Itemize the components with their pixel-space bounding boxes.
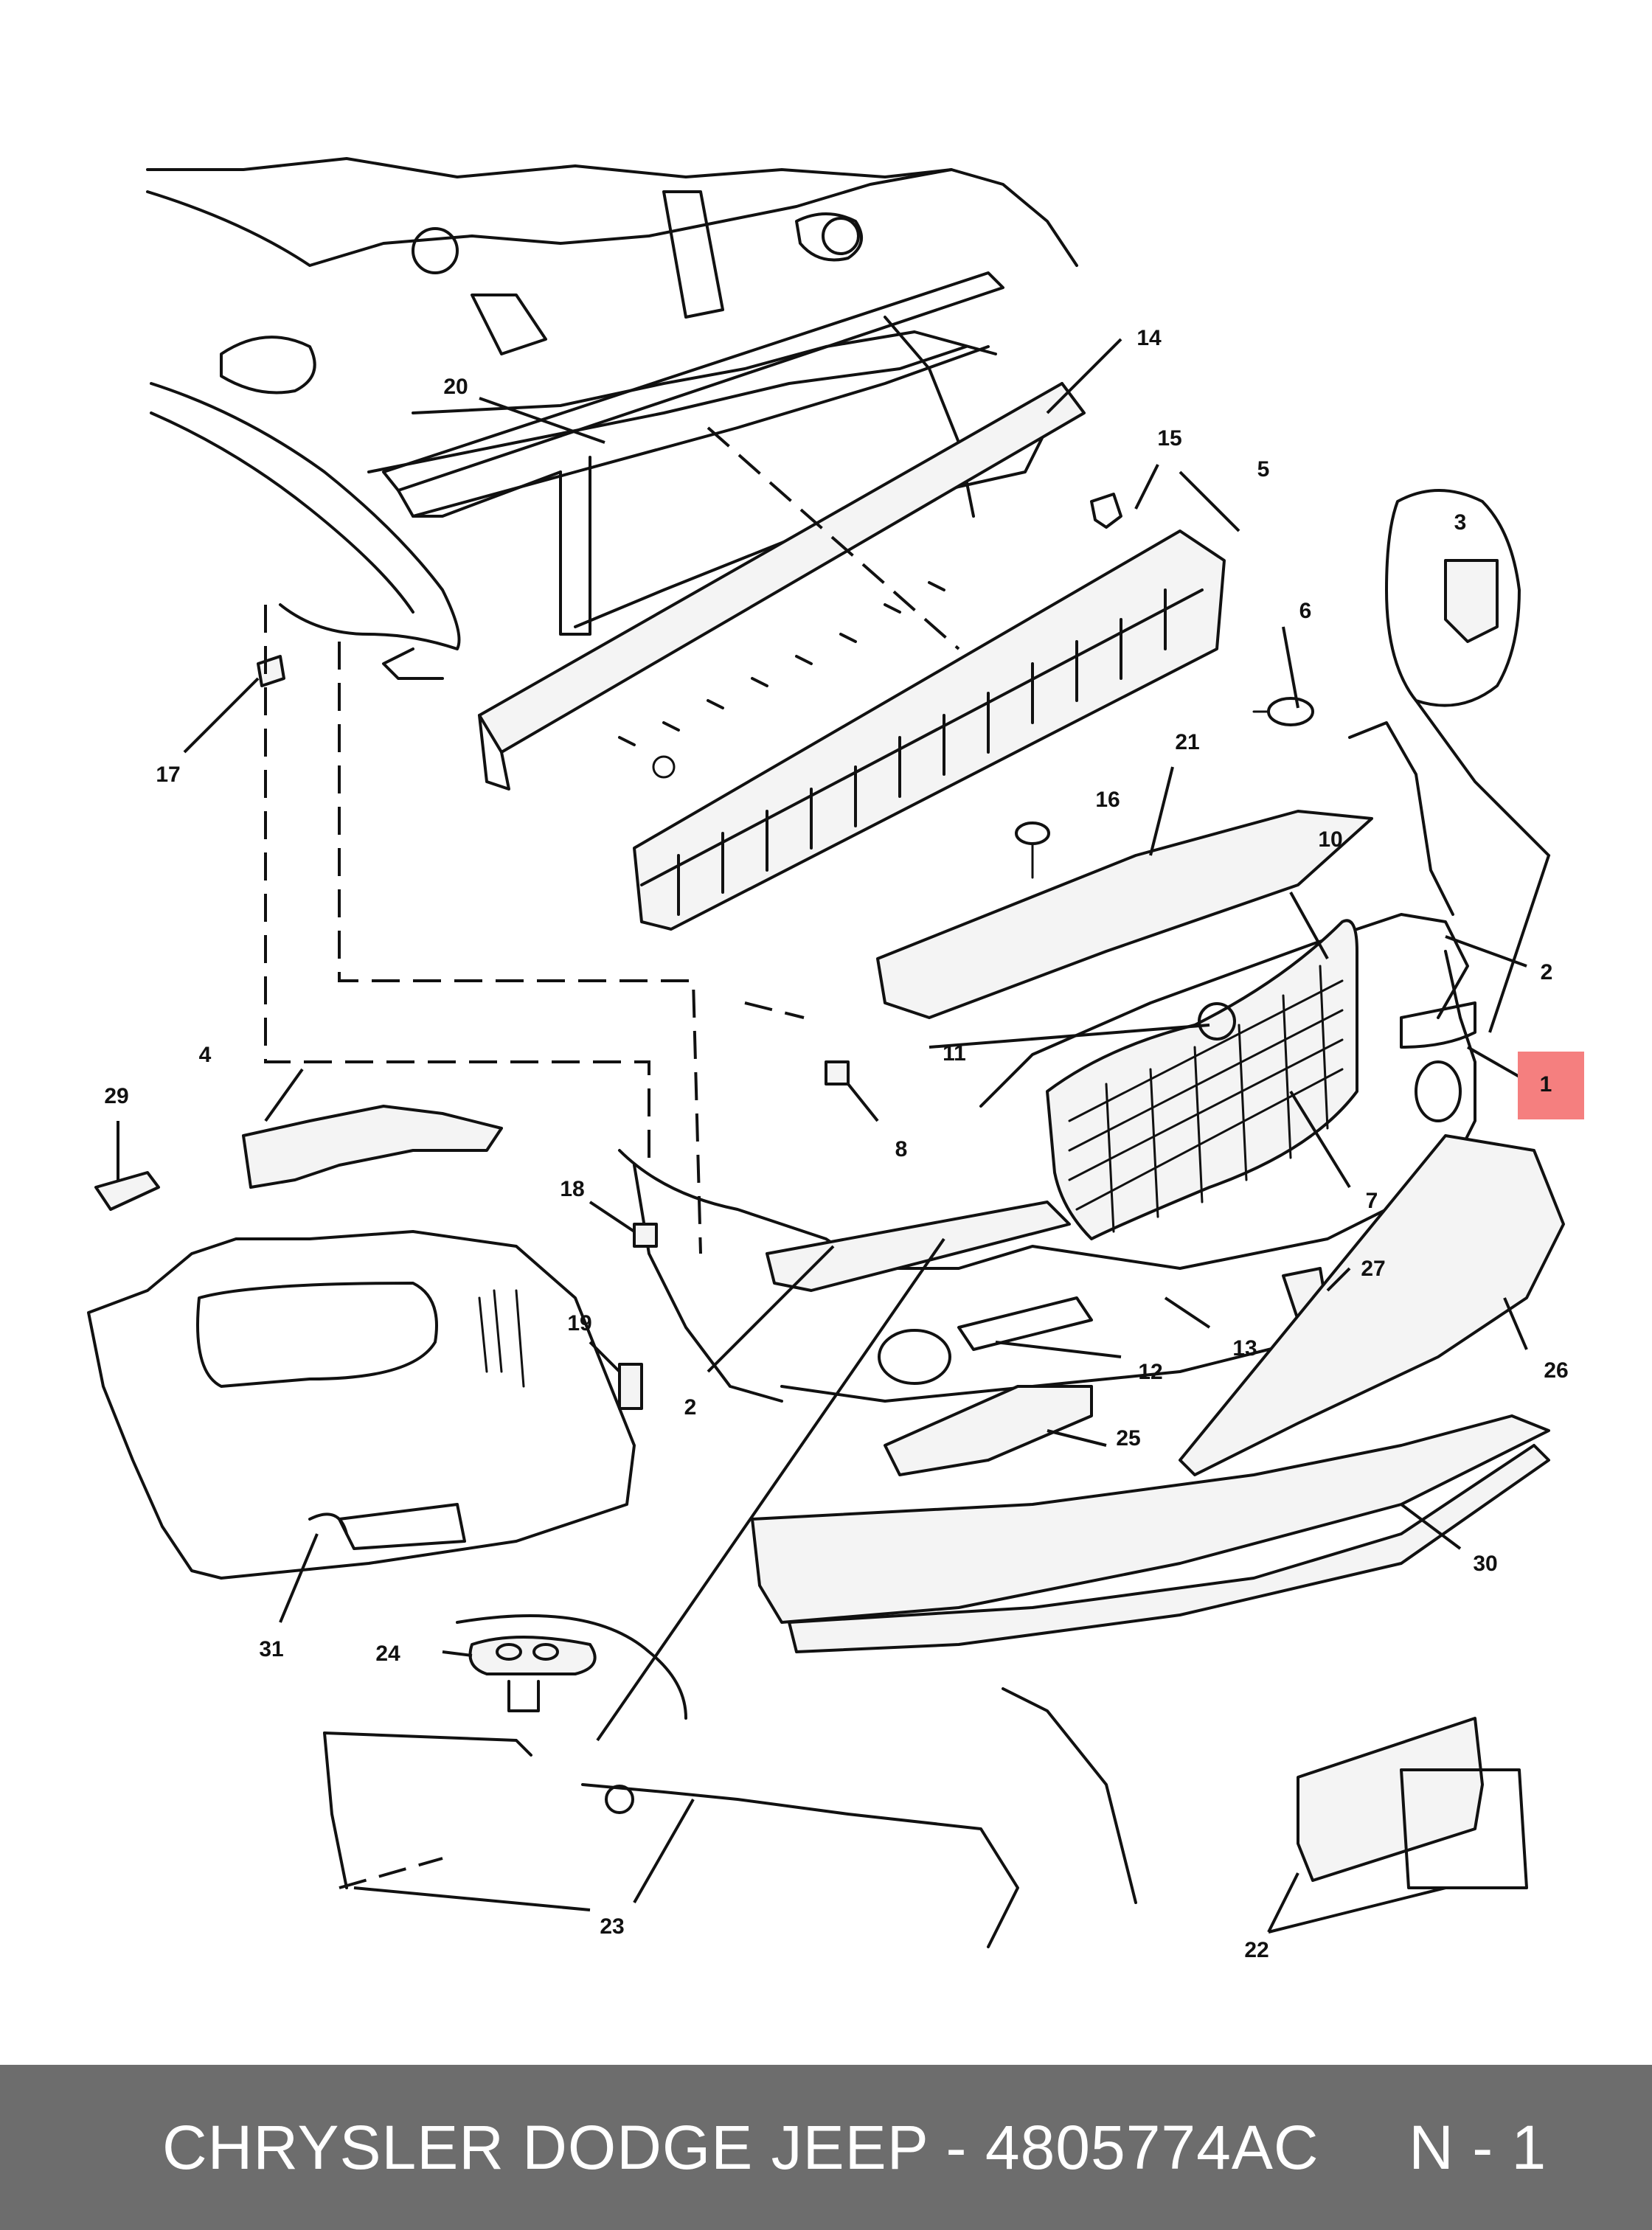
callout-13: 13 — [1232, 1336, 1257, 1361]
callout-5: 5 — [1257, 457, 1270, 482]
washer-hoses — [323, 1687, 1137, 1948]
callout-2-right: 2 — [1541, 960, 1553, 984]
bracket-inset — [1385, 489, 1521, 707]
callout-14: 14 — [1136, 326, 1162, 350]
callout-23: 23 — [600, 1914, 624, 1939]
energy-absorber — [633, 529, 1226, 931]
vehicle-body-structure — [146, 157, 1078, 680]
callout-15: 15 — [1157, 426, 1181, 451]
callout-25: 25 — [1116, 1426, 1140, 1451]
leader-lines — [117, 338, 1551, 1934]
push-pin-6 — [1252, 697, 1314, 726]
fascia-left-side — [87, 1230, 636, 1580]
callout-3: 3 — [1454, 510, 1467, 535]
fastener-8 — [825, 1060, 850, 1086]
callout-12: 12 — [1138, 1360, 1162, 1384]
callout-22: 22 — [1244, 1938, 1268, 1962]
detail-arc — [456, 1614, 687, 1720]
bracket-25 — [884, 1385, 1093, 1476]
bumper-reinforcement-beam — [478, 382, 1086, 791]
callout-10: 10 — [1318, 827, 1342, 852]
retainer-16 — [1015, 822, 1050, 879]
callout-19: 19 — [567, 1311, 591, 1335]
callout-20: 20 — [443, 375, 468, 399]
clip-15 — [1090, 493, 1122, 529]
callout-31: 31 — [259, 1637, 283, 1661]
callout-26: 26 — [1544, 1358, 1568, 1383]
lower-grille — [766, 1201, 1071, 1292]
washer-nozzle — [468, 1636, 597, 1712]
lower-valance — [751, 1414, 1550, 1653]
callout-16: 16 — [1095, 788, 1120, 812]
fascia-upper — [979, 721, 1469, 1108]
parts-diagram: 1 2 2 3 4 5 6 7 8 10 11 12 13 14 15 16 1… — [87, 157, 1584, 1962]
callout-17: 17 — [156, 763, 180, 787]
grille — [1046, 919, 1358, 1240]
callout-4: 4 — [199, 1043, 212, 1067]
callout-1: 1 — [1540, 1072, 1552, 1097]
callout-24: 24 — [375, 1642, 400, 1666]
part-1-highlight — [1518, 1052, 1584, 1119]
fastener-18 — [633, 1223, 658, 1248]
bracket-4 — [242, 1105, 503, 1189]
callout-30: 30 — [1473, 1552, 1497, 1576]
lower-support — [1179, 1134, 1565, 1476]
callout-labels: 1 2 2 3 4 5 6 7 8 10 11 12 13 14 15 16 1… — [104, 326, 1568, 1962]
upper-crossmember — [382, 271, 1004, 636]
callout-8: 8 — [895, 1137, 908, 1161]
callout-27: 27 — [1361, 1257, 1385, 1281]
callout-29: 29 — [104, 1084, 128, 1108]
fastener-19 — [618, 1363, 643, 1410]
routing-lines — [264, 426, 960, 1889]
callout-21: 21 — [1175, 730, 1199, 754]
license-plate-bracket — [1297, 1717, 1528, 1889]
fastener-17 — [257, 655, 285, 687]
callout-7: 7 — [1366, 1189, 1378, 1213]
footer-part-number: CHRYSLER DODGE JEEP - 4805774AC N - 1 — [162, 2112, 1547, 2182]
air-deflector — [876, 810, 1373, 1019]
callout-11: 11 — [943, 1041, 966, 1066]
callout-18: 18 — [560, 1177, 584, 1201]
clip-29 — [94, 1171, 160, 1211]
footer-bar: CHRYSLER DODGE JEEP - 4805774AC N - 1 — [0, 2065, 1652, 2230]
callout-6: 6 — [1299, 599, 1312, 623]
callout-2-left: 2 — [684, 1395, 697, 1420]
